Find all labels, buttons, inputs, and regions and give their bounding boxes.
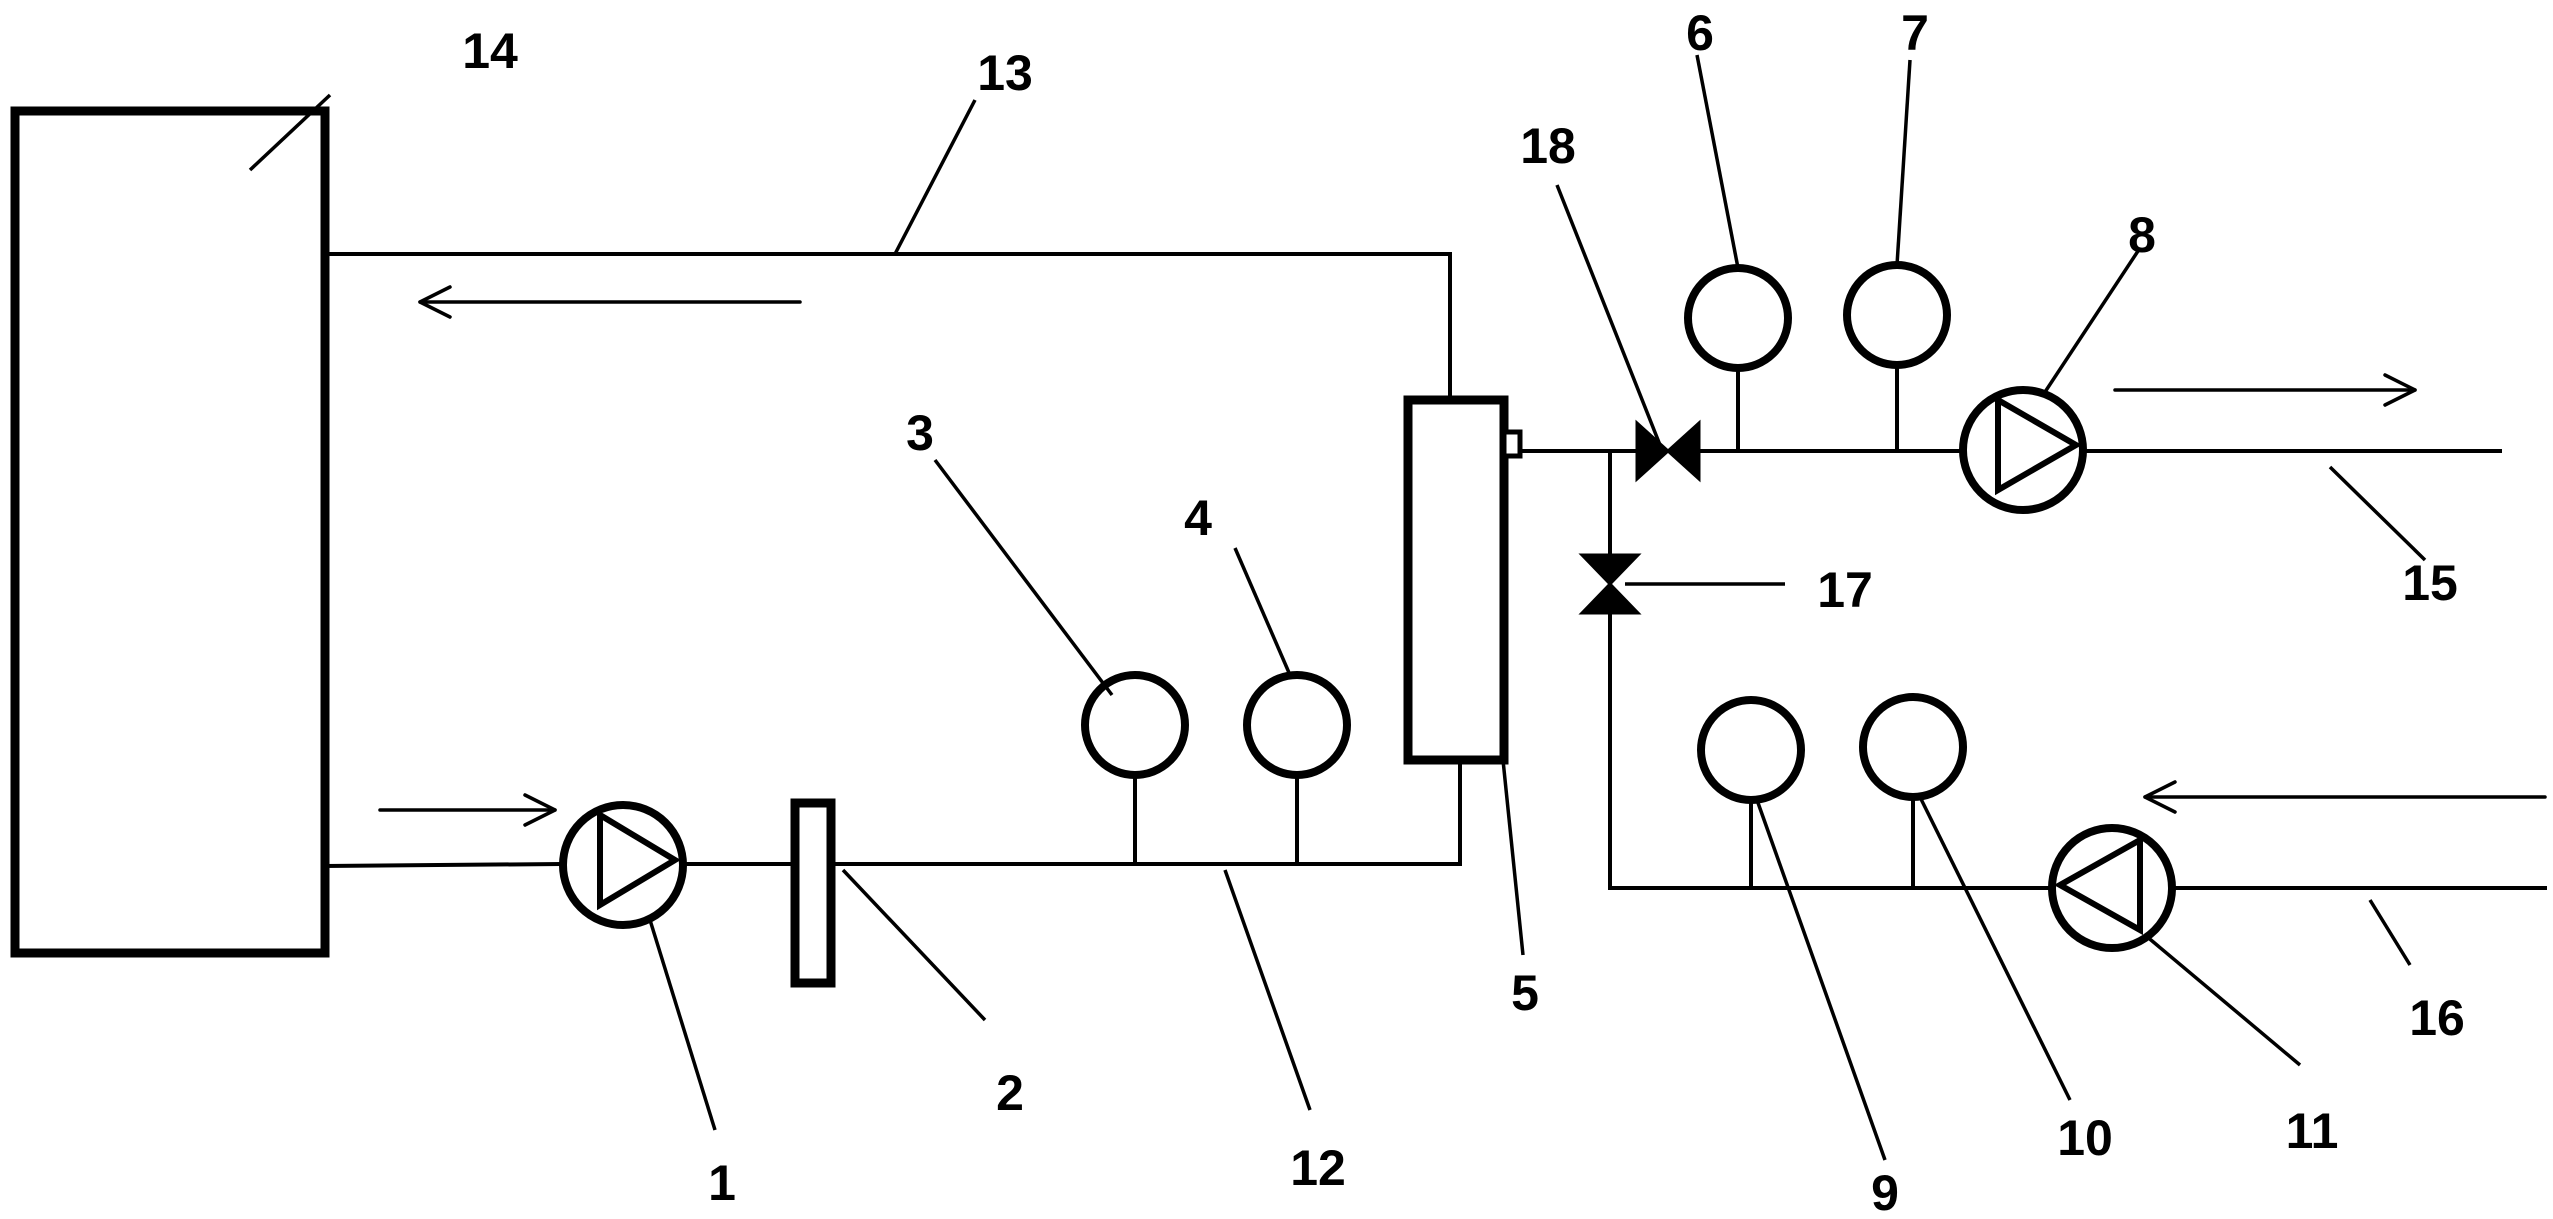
label-14: 14 bbox=[462, 23, 518, 79]
pump-8 bbox=[1959, 386, 2087, 514]
label-8: 8 bbox=[2128, 207, 2156, 263]
leader-lines bbox=[248, 54, 2427, 1161]
label-2: 2 bbox=[996, 1065, 1024, 1121]
label-15: 15 bbox=[2402, 555, 2458, 611]
label-10: 10 bbox=[2057, 1110, 2113, 1166]
tank-14 bbox=[10, 106, 330, 958]
exchanger-port bbox=[1501, 429, 1523, 459]
pump-1 bbox=[559, 801, 687, 929]
arrow-inlet-left bbox=[2143, 780, 2547, 814]
label-1: 1 bbox=[708, 1155, 736, 1211]
gauge-3 bbox=[1081, 671, 1189, 866]
label-9: 9 bbox=[1871, 1165, 1899, 1219]
gauge-10 bbox=[1859, 693, 1967, 890]
gauge-9 bbox=[1697, 696, 1805, 890]
label-5: 5 bbox=[1511, 965, 1539, 1021]
gauge-4 bbox=[1243, 671, 1351, 866]
supply-pipe-12-b bbox=[683, 758, 1462, 866]
label-4: 4 bbox=[1184, 490, 1212, 546]
arrow-return-left bbox=[418, 285, 802, 319]
label-16: 16 bbox=[2409, 990, 2465, 1046]
label-3: 3 bbox=[906, 405, 934, 461]
gauge-7 bbox=[1843, 261, 1951, 453]
arrow-outlet-right bbox=[2113, 373, 2417, 407]
arrow-supply-right bbox=[378, 793, 557, 827]
label-18: 18 bbox=[1520, 118, 1576, 174]
gauge-6 bbox=[1684, 264, 1792, 453]
label-7: 7 bbox=[1901, 5, 1929, 61]
label-6: 6 bbox=[1686, 5, 1714, 61]
valve-17 bbox=[1578, 553, 1642, 615]
supply-pipe-12 bbox=[322, 861, 563, 869]
return-pipe-13 bbox=[323, 252, 1452, 402]
label-11: 11 bbox=[2286, 1103, 2339, 1159]
label-12: 12 bbox=[1290, 1140, 1346, 1196]
valve-18 bbox=[1635, 419, 1701, 483]
filter-2 bbox=[790, 798, 836, 988]
label-17: 17 bbox=[1817, 562, 1873, 618]
pump-11 bbox=[2048, 824, 2176, 952]
label-13: 13 bbox=[977, 45, 1033, 101]
heat-exchanger-5 bbox=[1403, 395, 1509, 765]
